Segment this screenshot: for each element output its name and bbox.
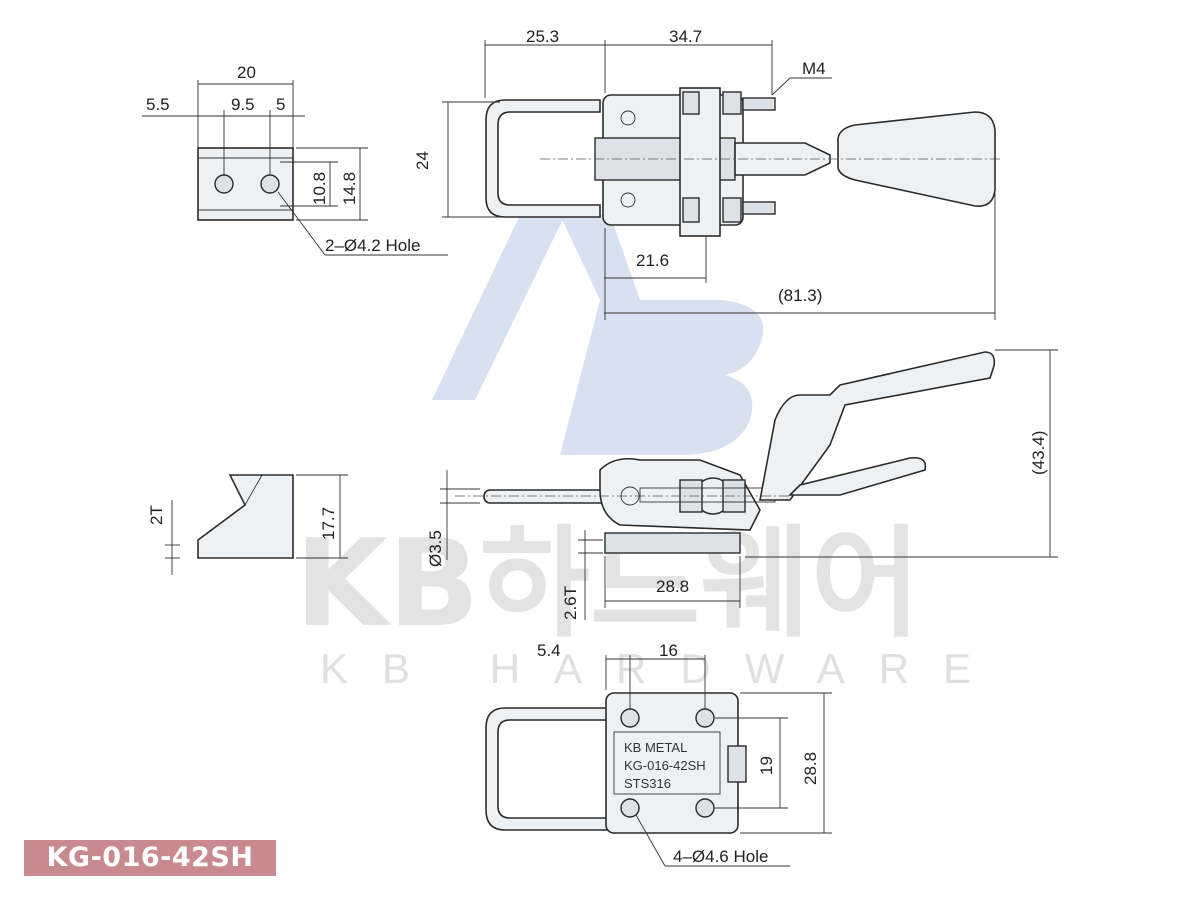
dim-bottom-height: 28.8 [801, 752, 820, 785]
dim-plate-right: 5 [276, 95, 285, 114]
dimension-labels: 25.3 34.7 M4 24 21.6 (81.3) 20 5.5 9.5 5… [146, 27, 1048, 866]
top-view-hole [620, 110, 636, 126]
watermark-logo-b [560, 300, 764, 455]
watermark: KB하드웨어 KB HARDWARE [295, 215, 1005, 692]
side-bracket-notch [229, 474, 263, 506]
top-view-nut [722, 197, 742, 223]
side-view-base-plate [604, 532, 741, 554]
model-badge: KG-016-42SH [24, 840, 276, 876]
side-bracket [197, 474, 294, 559]
side-view-hook-rod [483, 489, 610, 504]
bottom-view-hole [620, 798, 640, 818]
dim-bottom-hole-spacing: 19 [757, 756, 776, 775]
dim-plate-holes: 2–Ø4.2 Hole [325, 236, 420, 255]
dim-pivot: 21.6 [636, 251, 669, 270]
dim-side-height: 17.7 [319, 507, 338, 540]
bottom-view-hole [620, 708, 640, 728]
side-view [455, 351, 996, 554]
top-view-nut [682, 197, 700, 223]
watermark-logo-k-arm [560, 215, 640, 300]
dim-side-thickness: 2T [147, 505, 166, 525]
dim-top-right: 34.7 [669, 27, 702, 46]
top-view-thread [742, 201, 776, 215]
dim-bottom-left: 5.4 [537, 641, 561, 660]
plate-hole [260, 174, 280, 194]
top-view-thread [742, 97, 776, 111]
dim-plate-width: 20 [237, 63, 256, 82]
top-view-hook-loop [485, 99, 601, 218]
dim-plate-left: 5.5 [146, 95, 170, 114]
bottom-view-tab [727, 745, 747, 783]
dimension-lines [142, 40, 1058, 867]
plate-hole [214, 174, 234, 194]
dim-top-left: 25.3 [526, 27, 559, 46]
dim-plate-height: 14.8 [340, 172, 359, 205]
dim-bottom-holes: 4–Ø4.6 Hole [673, 847, 768, 866]
dim-total-height: (43.4) [1029, 431, 1048, 475]
engraving-line-2: KG-016-42SH [624, 758, 706, 773]
dim-hook-diameter: Ø3.5 [426, 530, 445, 567]
engraving-line-1: KB METAL [624, 740, 687, 755]
dim-base-thickness: 2.6T [561, 586, 580, 620]
dim-plate-hole-height: 10.8 [310, 172, 329, 205]
top-view-nut [682, 91, 700, 115]
engraving-line-3: STS316 [624, 776, 671, 791]
top-view [485, 87, 1000, 237]
top-view-hole [620, 192, 636, 208]
dim-base-length: 28.8 [656, 577, 689, 596]
bottom-view-hole [695, 798, 715, 818]
dim-plate-hole-spacing: 9.5 [231, 95, 255, 114]
watermark-brand-small: KB HARDWARE [320, 645, 1005, 692]
dim-bottom-spacing: 16 [659, 641, 678, 660]
dim-overall-length: (81.3) [778, 286, 822, 305]
dim-thread: M4 [802, 59, 826, 78]
dim-height: 24 [413, 151, 432, 170]
bottom-view-hole [695, 708, 715, 728]
side-view-lever-lower [788, 456, 927, 496]
bottom-view: KB METAL KG-016-42SH STS316 [485, 692, 747, 834]
top-view-nut [722, 91, 742, 115]
top-view-lever-grip [837, 111, 996, 207]
bottom-view-label-plate [613, 731, 721, 795]
watermark-logo-k-stroke [432, 215, 565, 400]
plate-detail [197, 147, 294, 221]
side-view-lever-upper [759, 351, 996, 501]
side-bracket-body [197, 474, 294, 559]
bottom-view-hook-loop [485, 707, 611, 831]
